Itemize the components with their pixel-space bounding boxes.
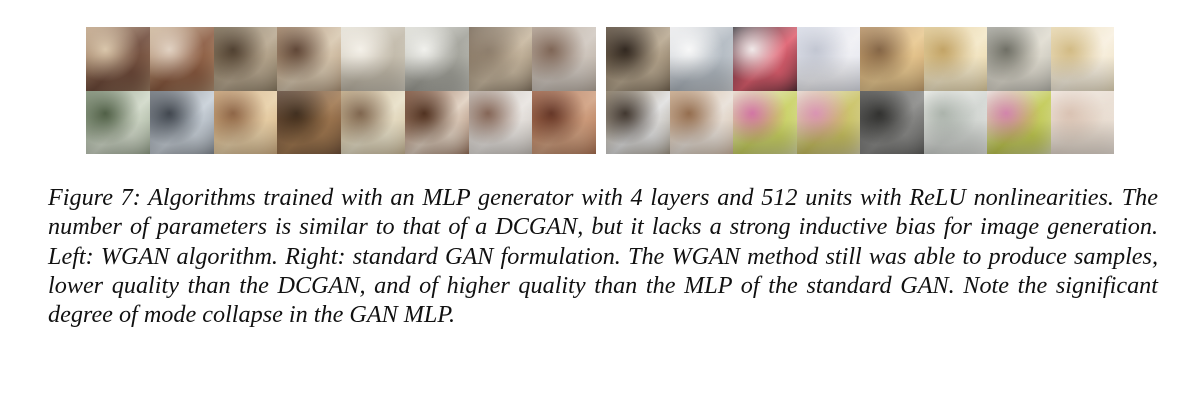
figure-label: Figure 7: bbox=[48, 184, 141, 211]
gan-sample-9 bbox=[606, 90, 670, 154]
wgan-sample-1 bbox=[86, 27, 150, 91]
gan-sample-1 bbox=[606, 27, 670, 91]
figure-image-grid bbox=[86, 27, 1114, 154]
wgan-sample-8 bbox=[532, 27, 596, 91]
figure-caption: Figure 7: Algorithms trained with an MLP… bbox=[48, 183, 1158, 329]
gan-sample-12 bbox=[796, 90, 860, 154]
gan-sample-11 bbox=[733, 90, 797, 154]
gan-sample-15 bbox=[987, 90, 1051, 154]
gan-sample-8 bbox=[1050, 27, 1114, 91]
wgan-sample-10 bbox=[149, 90, 214, 154]
wgan-sample-7 bbox=[468, 27, 533, 91]
wgan-sample-5 bbox=[341, 27, 405, 91]
wgan-sample-3 bbox=[213, 27, 278, 91]
caption-text: Algorithms trained with an MLP generator… bbox=[48, 184, 1158, 329]
wgan-sample-15 bbox=[468, 90, 533, 154]
wgan-sample-11 bbox=[213, 90, 278, 154]
wgan-sample-9 bbox=[86, 90, 150, 154]
gan-sample-3 bbox=[733, 27, 797, 91]
wgan-sample-6 bbox=[404, 27, 469, 91]
wgan-sample-13 bbox=[341, 90, 405, 154]
wgan-sample-14 bbox=[404, 90, 469, 154]
gan-sample-14 bbox=[923, 90, 987, 154]
gan-sample-4 bbox=[796, 27, 860, 91]
wgan-samples-panel bbox=[86, 27, 596, 154]
gan-sample-7 bbox=[987, 27, 1051, 91]
wgan-sample-2 bbox=[149, 27, 214, 91]
wgan-sample-4 bbox=[277, 27, 341, 91]
gan-sample-2 bbox=[669, 27, 733, 91]
gan-sample-13 bbox=[860, 90, 924, 154]
gan-sample-6 bbox=[923, 27, 987, 91]
gan-sample-16 bbox=[1050, 90, 1114, 154]
wgan-sample-16 bbox=[532, 90, 596, 154]
wgan-sample-12 bbox=[277, 90, 341, 154]
gan-sample-10 bbox=[669, 90, 733, 154]
gan-sample-5 bbox=[860, 27, 924, 91]
gan-samples-panel bbox=[606, 27, 1114, 154]
